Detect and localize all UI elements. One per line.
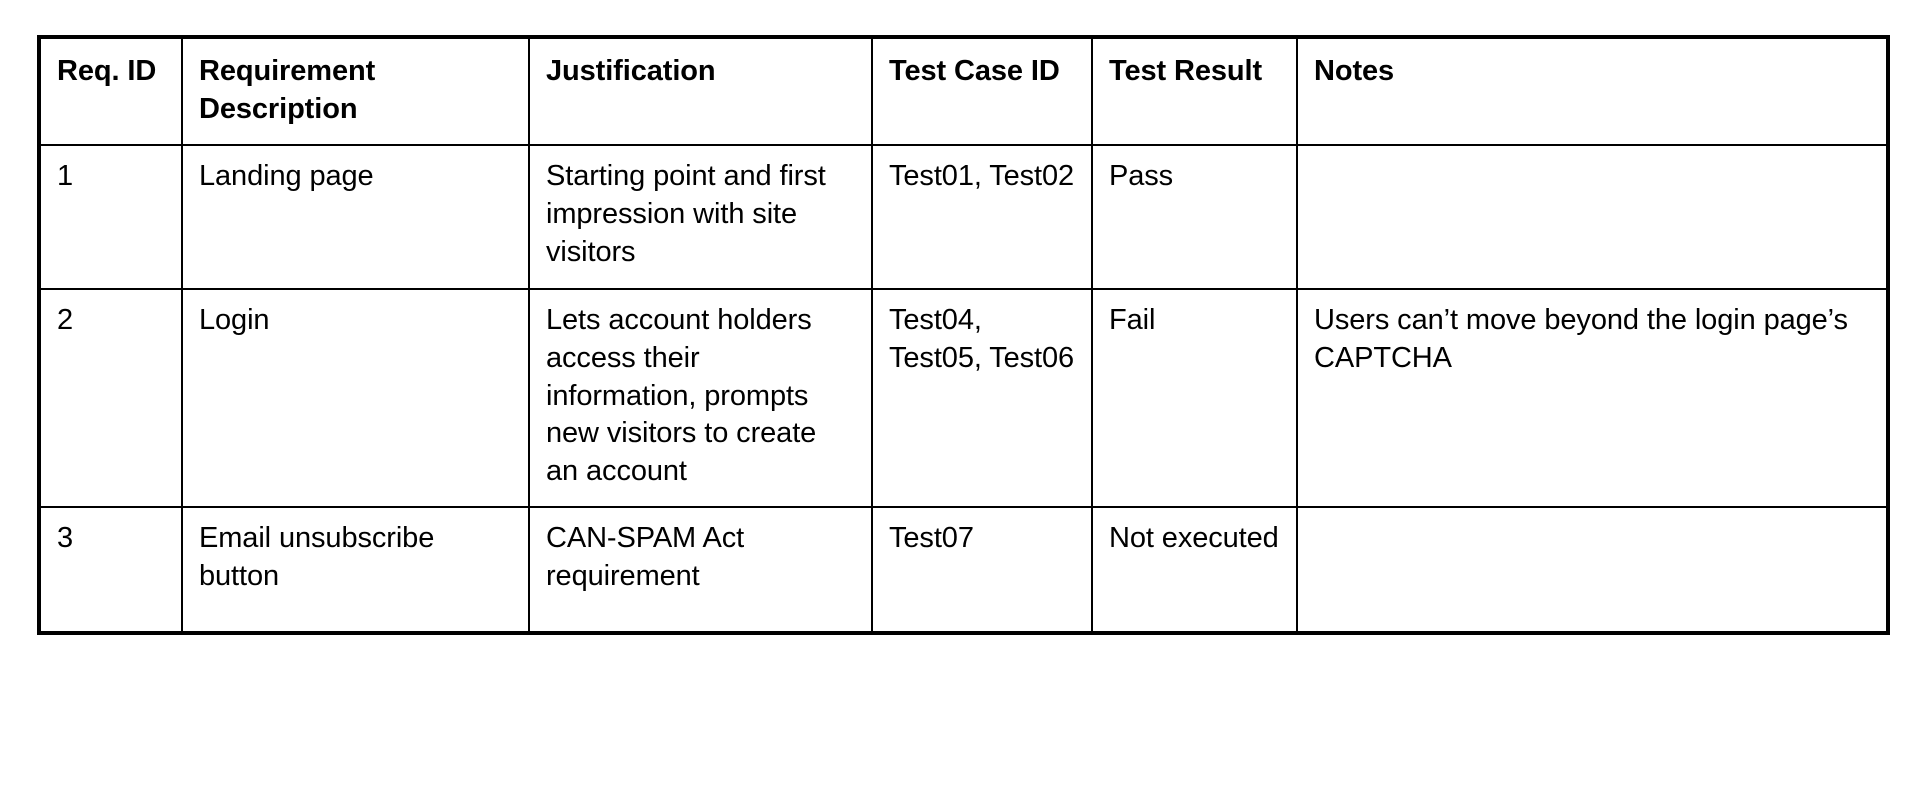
cell-notes (1296, 506, 1890, 636)
cell-requirement-description: Login (181, 288, 530, 509)
cell-value-test-result: Fail (1109, 304, 1156, 337)
cell-test-result: Not executed (1091, 506, 1298, 636)
table-row: 2 Login Lets account holders access thei… (37, 288, 1890, 509)
cell-value-test-result: Not executed (1109, 522, 1279, 555)
cell-value-description: Landing page (199, 160, 374, 193)
cell-value-description: Email unsubscribe button (199, 522, 435, 593)
cell-value-description: Login (199, 304, 270, 337)
cell-value-test-case-id: Test07 (889, 522, 974, 555)
cell-requirement-description: Email unsubscribe button (181, 506, 530, 636)
cell-justification: Lets account holders access their inform… (528, 288, 873, 509)
table-row: 3 Email unsubscribe button CAN-SPAM Act … (37, 506, 1890, 636)
cell-value-test-case-id: Test04, Test05, Test06 (889, 304, 1075, 375)
cell-value-notes: Users can’t move beyond the login page’s… (1314, 304, 1848, 375)
table-header: Req. ID Requirement Description Justific… (37, 34, 1890, 147)
cell-value-test-case-id: Test01, Test02 (889, 160, 1075, 193)
cell-test-result: Pass (1091, 144, 1298, 291)
cell-value-req-id: 3 (57, 522, 74, 555)
column-header-test-result: Test Result (1091, 34, 1298, 147)
cell-value-justification: CAN-SPAM Act requirement (546, 522, 745, 593)
column-header-requirement-description: Requirement Description (181, 34, 530, 147)
cell-value-justification: Lets account holders access their inform… (546, 304, 817, 488)
requirements-table-container: Req. ID Requirement Description Justific… (37, 34, 1890, 636)
cell-test-case-id: Test01, Test02 (871, 144, 1093, 291)
cell-test-case-id: Test04, Test05, Test06 (871, 288, 1093, 509)
column-header-req-id: Req. ID (37, 34, 183, 147)
table-header-row: Req. ID Requirement Description Justific… (37, 34, 1890, 147)
cell-value-test-result: Pass (1109, 160, 1174, 193)
cell-notes: Users can’t move beyond the login page’s… (1296, 288, 1890, 509)
column-header-justification: Justification (528, 34, 873, 147)
cell-test-case-id: Test07 (871, 506, 1093, 636)
cell-justification: Starting point and first impression with… (528, 144, 873, 291)
cell-requirement-description: Landing page (181, 144, 530, 291)
column-header-test-case-id: Test Case ID (871, 34, 1093, 147)
table-body: 1 Landing page Starting point and first … (37, 144, 1890, 636)
table-row: 1 Landing page Starting point and first … (37, 144, 1890, 291)
cell-req-id: 1 (37, 144, 183, 291)
column-header-notes: Notes (1296, 34, 1890, 147)
cell-test-result: Fail (1091, 288, 1298, 509)
requirements-traceability-table: Req. ID Requirement Description Justific… (37, 34, 1890, 636)
cell-value-justification: Starting point and first impression with… (546, 160, 826, 268)
cell-value-req-id: 1 (57, 160, 74, 193)
cell-req-id: 2 (37, 288, 183, 509)
cell-notes (1296, 144, 1890, 291)
cell-req-id: 3 (37, 506, 183, 636)
cell-value-req-id: 2 (57, 304, 74, 337)
cell-justification: CAN-SPAM Act requirement (528, 506, 873, 636)
